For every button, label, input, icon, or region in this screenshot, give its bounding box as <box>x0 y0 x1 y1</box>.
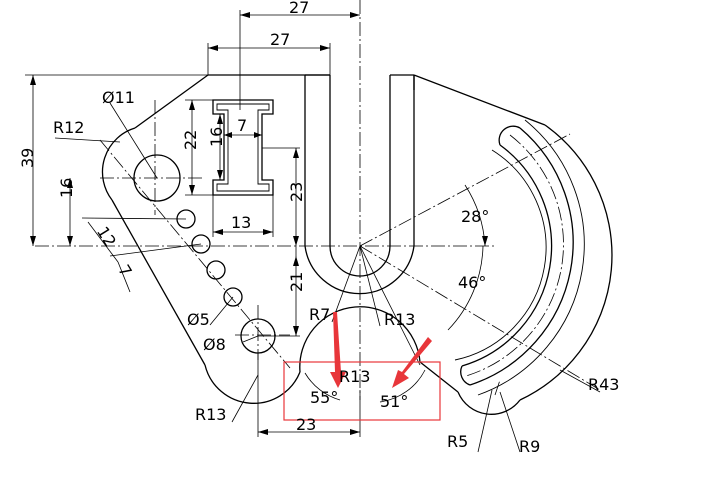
dim-39: 39 <box>18 148 37 168</box>
label-r13-arc: R13 <box>339 367 370 386</box>
center-lines <box>35 0 601 400</box>
dim-13-web: 13 <box>231 213 251 232</box>
dim-27-top: 27 <box>289 0 309 17</box>
label-r9: R9 <box>519 437 540 456</box>
annotation-highlight <box>283 312 441 421</box>
hole-phi5-3 <box>206 260 226 280</box>
label-angle-46: 46° <box>458 273 486 292</box>
label-angle-51: 51° <box>380 392 408 411</box>
dim-21: 21 <box>287 272 306 292</box>
red-arrow-55 <box>330 312 346 388</box>
red-arrow-51 <box>392 337 432 388</box>
label-r5: R5 <box>447 432 468 451</box>
label-angle-28: 28° <box>461 207 489 226</box>
dim-23-bottom: 23 <box>296 415 316 434</box>
dim-23-vert: 23 <box>287 182 306 202</box>
label-r12: R12 <box>53 118 84 137</box>
hole-phi5-4 <box>223 287 243 307</box>
hole-phi11 <box>133 154 181 202</box>
label-r13-left: R13 <box>195 405 226 424</box>
label-r7: R7 <box>309 305 330 324</box>
highlight-box <box>283 361 441 421</box>
dim-16-left: 16 <box>57 178 76 198</box>
label-phi5: Ø5 <box>187 310 210 329</box>
u-slot <box>304 74 415 295</box>
label-phi8: Ø8 <box>203 335 226 354</box>
label-r13-center: R13 <box>384 310 415 329</box>
hole-phi5-2 <box>191 234 211 254</box>
dim-22: 22 <box>181 130 200 150</box>
curved-slot <box>454 119 585 396</box>
dim-16-inner: 16 <box>207 127 226 147</box>
label-angle-55: 55° <box>310 388 338 407</box>
dimension-labels: 27 27 39 16 22 16 7 13 23 21 12 7 23 Ø11… <box>18 0 619 456</box>
label-r43: R43 <box>588 375 619 394</box>
part-outline <box>101 74 613 415</box>
dimension-lines <box>25 10 601 453</box>
dim-27-mid: 27 <box>270 30 290 49</box>
label-phi11: Ø11 <box>102 88 135 107</box>
dim-7-slant: 7 <box>114 261 136 280</box>
dim-7-top: 7 <box>237 116 247 135</box>
